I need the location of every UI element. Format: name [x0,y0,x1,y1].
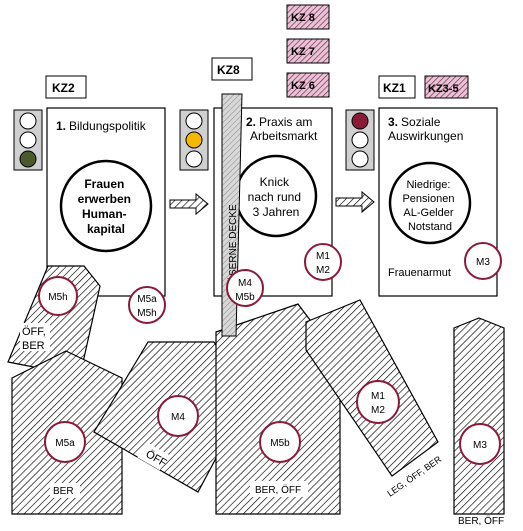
badge-m3-col: M3 [464,242,502,280]
svg-text:2.Praxis am: 2.Praxis am [246,115,312,129]
column-2-title-2: Arbeitsmarkt [250,129,318,143]
traffic-light-1 [13,109,43,171]
column-3-title-1: Soziale [401,115,441,129]
tag-m4: M4 ÖFF [93,341,249,493]
svg-text:3.Soziale: 3.Soziale [388,115,441,129]
kz35-tag: KZ3-5 [424,75,469,99]
light-2-bottom [185,150,203,168]
kz8-stack-label: KZ 8 [291,12,315,24]
column-2-number: 2. [246,115,256,129]
kz1-tag: KZ1 [378,75,416,99]
tag-m5a-badge: M5a [55,438,75,449]
tag-m4-badge: M4 [171,412,185,423]
circle-1-line-4: kapital [87,222,125,236]
circle-2-line-3: 3 Jahren [253,205,300,219]
tag-m5h-badge: M5h [48,292,67,303]
circle-3-line-2: Pensionen [402,193,454,205]
tag-m5b: M5b BER, ÖFF [215,303,341,515]
light-2-top [185,112,203,130]
kz8-tag: KZ8 [211,57,253,81]
circle-3-line-3: AL-Gelder [403,207,453,219]
svg-text:Niedrige: Pensionen: Niedrige: Pensionen AL-Gelder Notstand [402,179,457,233]
light-2-mid [185,131,203,149]
circle-2-line-1: Knick [260,175,290,189]
tag-m5b-badge: M5b [270,438,290,449]
circle-3-line-4: Notstand [408,221,452,233]
column-2-title-1: Praxis am [259,115,312,129]
column-1-title: Bildungspolitik [69,119,147,133]
column-3-title-2: Auswirkungen [388,129,463,143]
svg-text:Knick nach rund 3: Knick nach rund 3 Jahren [248,175,305,219]
arrow-2-to-3 [335,190,375,214]
tag-m3-badge: M3 [473,440,487,451]
light-3-bottom [351,150,369,168]
kz1-label: KZ1 [383,81,406,95]
traffic-light-2 [179,109,209,171]
kz8-label: KZ8 [217,63,240,77]
kz6-stack-label: KZ 6 [291,80,315,92]
tag-m3: M3 BER, ÖFF [453,317,505,527]
tag-m3-label: BER, ÖFF [458,515,504,527]
column-1-box: 1.Bildungspolitik Frauen erwerben Human-… [46,107,166,297]
svg-text:1.Bildungspolitik: 1.Bildungspolitik [56,119,147,133]
column-1-circle [59,159,153,253]
column-3-circle [388,161,472,245]
column-3-footer: Frauenarmut [388,267,451,279]
tag-m5h: M5h ÖFF, BER [7,265,101,377]
kz7-stack-label: KZ 7 [291,46,315,58]
light-3-top [351,112,369,130]
circle-3-line-1: Niedrige: [406,179,450,191]
tag-m5b-label: BER, ÖFF [255,484,301,496]
circle-2-line-2: nach rund [248,190,301,204]
tag-m5h-label-1: ÖFF, [22,326,46,338]
light-1-bottom [19,150,37,168]
svg-text:Frauen erwerben Hu: Frauen erwerben Human- kapital [78,177,135,236]
circle-1-line-3: Human- [82,207,127,221]
traffic-light-3 [345,109,375,171]
kz2-tag: KZ2 [45,75,87,99]
circle-1-line-1: Frauen [84,177,124,191]
light-3-mid [351,131,369,149]
light-1-mid [19,131,37,149]
kz35-label: KZ3-5 [428,83,459,95]
tag-m5a-label: BER [53,486,74,497]
kz2-label: KZ2 [52,81,75,95]
circle-1-line-2: erwerben [78,192,131,206]
kz-stack: KZ 8 KZ 7 KZ 6 [286,4,330,98]
column-1-number: 1. [56,119,66,133]
light-1-top [19,112,37,130]
svg-text:M3: M3 [476,257,490,268]
tag-m5h-label-2: BER [22,340,45,352]
tag-m5a: M5a BER [11,350,123,515]
column-3-number: 3. [388,115,398,129]
arrow-1-to-2 [169,192,209,216]
